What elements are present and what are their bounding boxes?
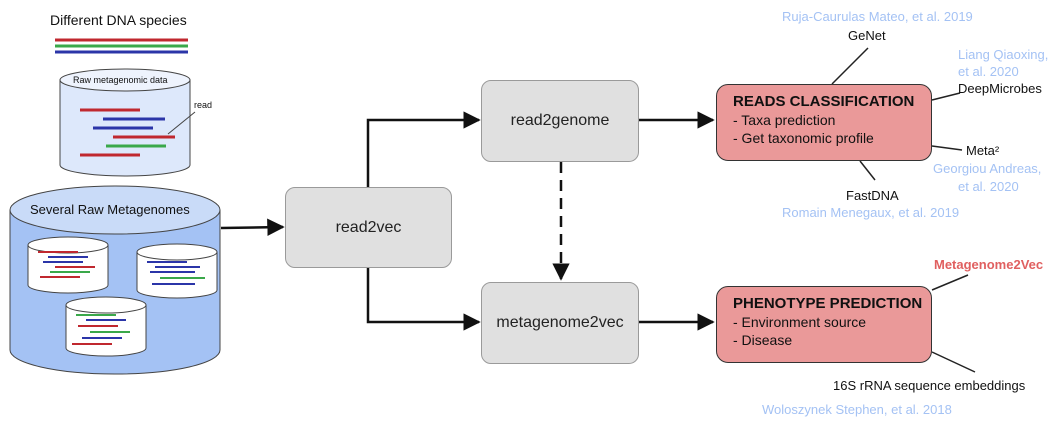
reads-classification-item: - Taxa prediction: [733, 112, 836, 128]
raw-data-label: Raw metagenomic data: [73, 75, 168, 85]
node-read2genome: read2genome: [481, 80, 639, 162]
ref-ruja: Ruja-Caurulas Mateo, et al. 2019: [782, 9, 973, 24]
phenotype-prediction-item: - Environment source: [733, 314, 867, 330]
dna-species-title: Different DNA species: [50, 12, 187, 28]
method-fastdna: FastDNA: [846, 188, 899, 203]
ref-georgiou-line2: et al. 2020: [958, 179, 1019, 194]
several-metagenomes-cylinder: [9, 185, 221, 375]
reads-classification-item: - Get taxonomic profile: [733, 130, 874, 146]
method-meta2: Meta²: [966, 143, 1000, 158]
read-label: read: [194, 100, 213, 110]
method-metagenome2vec: Metagenome2Vec: [934, 257, 1044, 272]
method-deepmicrobes: DeepMicrobes: [958, 81, 1042, 96]
node-metagenome2vec: metagenome2vec: [481, 282, 639, 364]
node-read2vec: read2vec: [285, 187, 452, 268]
phenotype-prediction-box: PHENOTYPE PREDICTION - Environment sourc…: [716, 286, 932, 363]
flow-arrows: [220, 111, 715, 331]
arrow-metagenomes-to-read2vec: [220, 218, 285, 237]
dna-species-lines: [55, 38, 188, 54]
arrow-read2vec-to-metagenome2vec: [366, 268, 481, 331]
phenotype-prediction-title: PHENOTYPE PREDICTION: [733, 295, 923, 312]
method-genet: GeNet: [848, 28, 886, 43]
arrow-read2vec-to-read2genome: [366, 111, 481, 187]
raw-data-cylinder: [59, 68, 196, 177]
ref-romain: Romain Menegaux, et al. 2019: [782, 205, 960, 220]
ref-woloszynek: Woloszynek Stephen, et al. 2018: [762, 402, 952, 417]
ref-georgiou-line1: Georgiou Andreas,: [933, 161, 1042, 176]
reads-classification-title: READS CLASSIFICATION: [733, 93, 915, 110]
phenotype-prediction-item: - Disease: [733, 332, 793, 348]
ref-liang-line1: Liang Qiaoxing,: [958, 47, 1049, 62]
ref-liang-line2: et al. 2020: [958, 64, 1019, 79]
reads-classification-box: READS CLASSIFICATION - Taxa prediction -…: [716, 84, 932, 161]
method-connectors: [831, 47, 976, 373]
method-16s-rrna-embeddings: 16S rRNA sequence embeddings: [833, 378, 1026, 393]
several-metagenomes-label: Several Raw Metagenomes: [30, 202, 190, 217]
